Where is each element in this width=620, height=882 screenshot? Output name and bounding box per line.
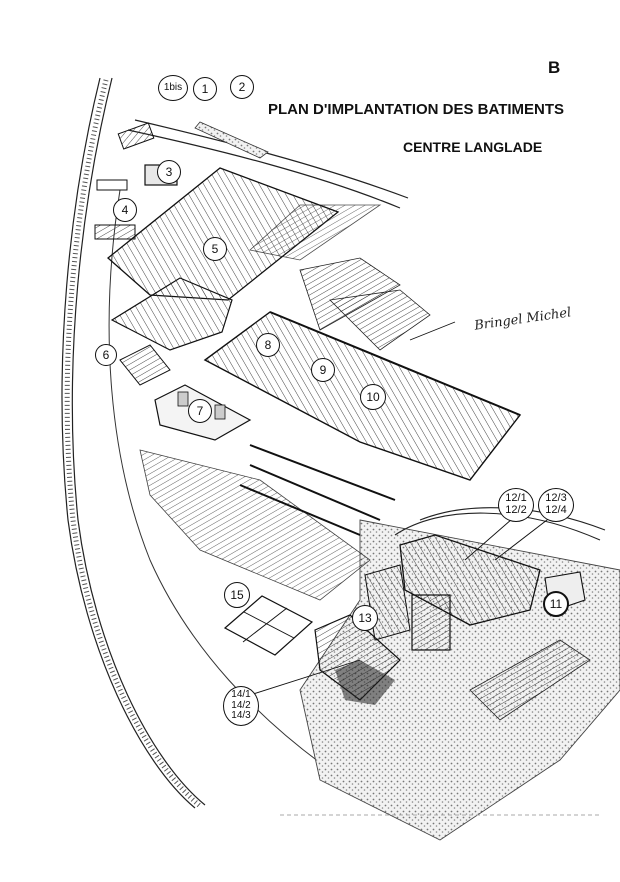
building-label-3: 3 [157,160,181,184]
building-label-13: 13 [352,605,378,631]
building-label-15: 15 [224,582,250,608]
building-label-5: 5 [203,237,227,261]
building-label-1: 1 [193,77,217,101]
building-label-10: 10 [360,384,386,410]
building-5-shape [106,167,340,351]
lower-parking-strip [469,639,591,721]
site-boundary [108,189,331,771]
building-label-2: 2 [230,75,254,99]
sheet-letter: B [548,58,561,77]
railway-track [61,77,206,809]
parking-upper [249,204,431,351]
parking-lower [139,444,396,601]
building-label-8: 8 [256,333,280,357]
building-6-shape [119,344,171,386]
building-label-4: 4 [113,198,137,222]
map-title: PLAN D'IMPLANTATION DES BATIMENTS [268,101,565,118]
building-12-shape [399,534,541,651]
building-label-7: 7 [188,399,212,423]
map-subtitle: CENTRE LANGLADE [403,139,543,155]
main-road [127,119,409,209]
building-15-shape [223,595,314,656]
building-label-1bis: 1bis [158,75,188,101]
building-label-6: 6 [95,344,117,366]
building-13-14-shape [314,564,411,705]
access-road [394,512,601,541]
building-label-11: 11 [543,591,569,617]
building-label-9: 9 [311,358,335,382]
